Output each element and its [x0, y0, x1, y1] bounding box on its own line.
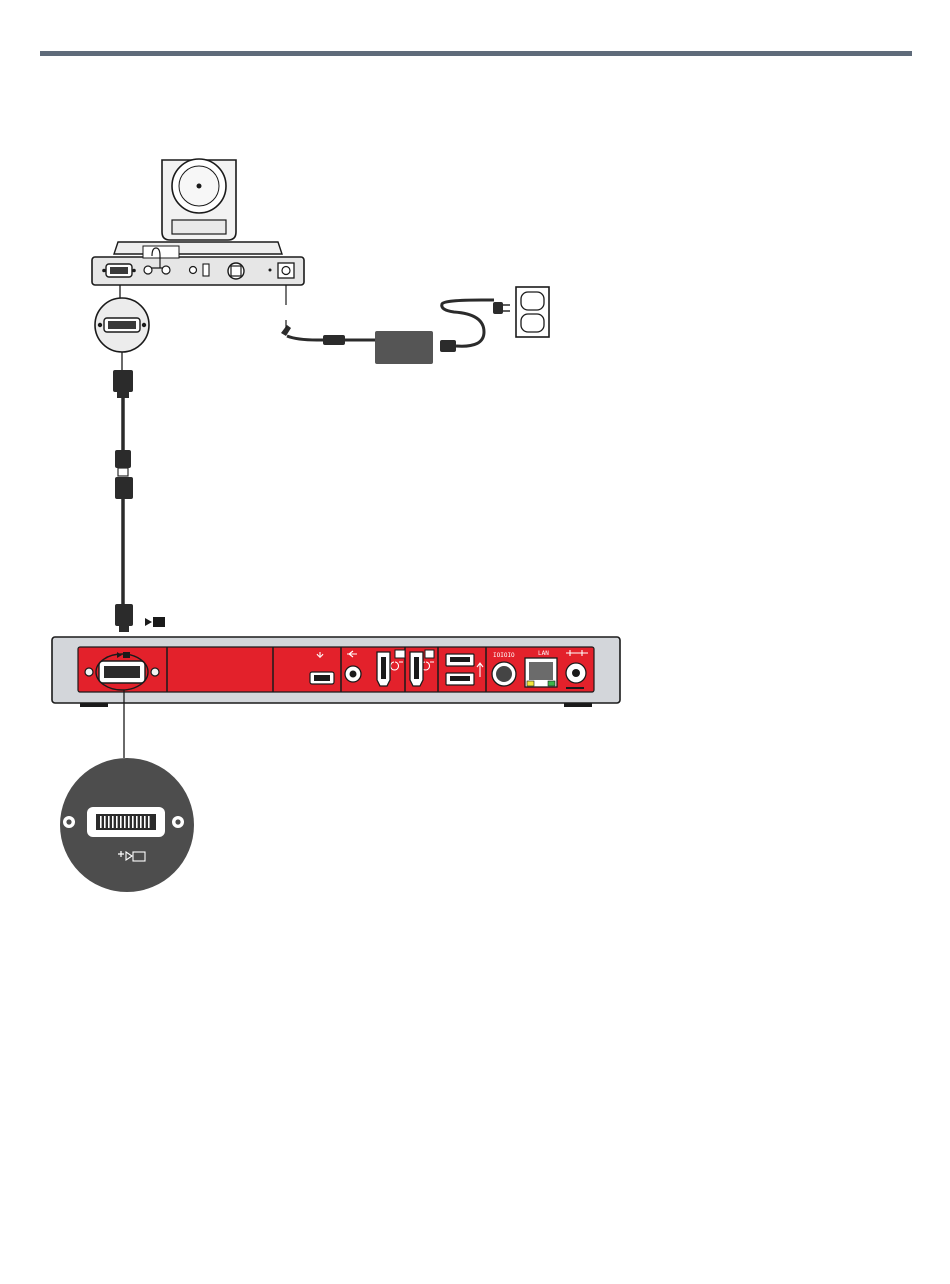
codec-serial-port: IOIOIO [492, 652, 516, 686]
wall-outlet-icon [516, 287, 549, 337]
ac-cord [440, 300, 510, 352]
camera-port-magnifier [95, 285, 149, 370]
serial-port-label: IOIOIO [493, 652, 515, 659]
codec-port-magnifier [60, 690, 194, 892]
codec-back-panel: IOIOIO LAN [52, 637, 620, 707]
power-cable [281, 285, 377, 345]
camera-cable [113, 370, 165, 632]
camera-input-icon [145, 617, 165, 627]
ptz-camera-icon [92, 159, 304, 285]
lan-port-label: LAN [538, 650, 549, 657]
header-rule [40, 51, 912, 56]
power-adapter-icon [375, 331, 433, 364]
